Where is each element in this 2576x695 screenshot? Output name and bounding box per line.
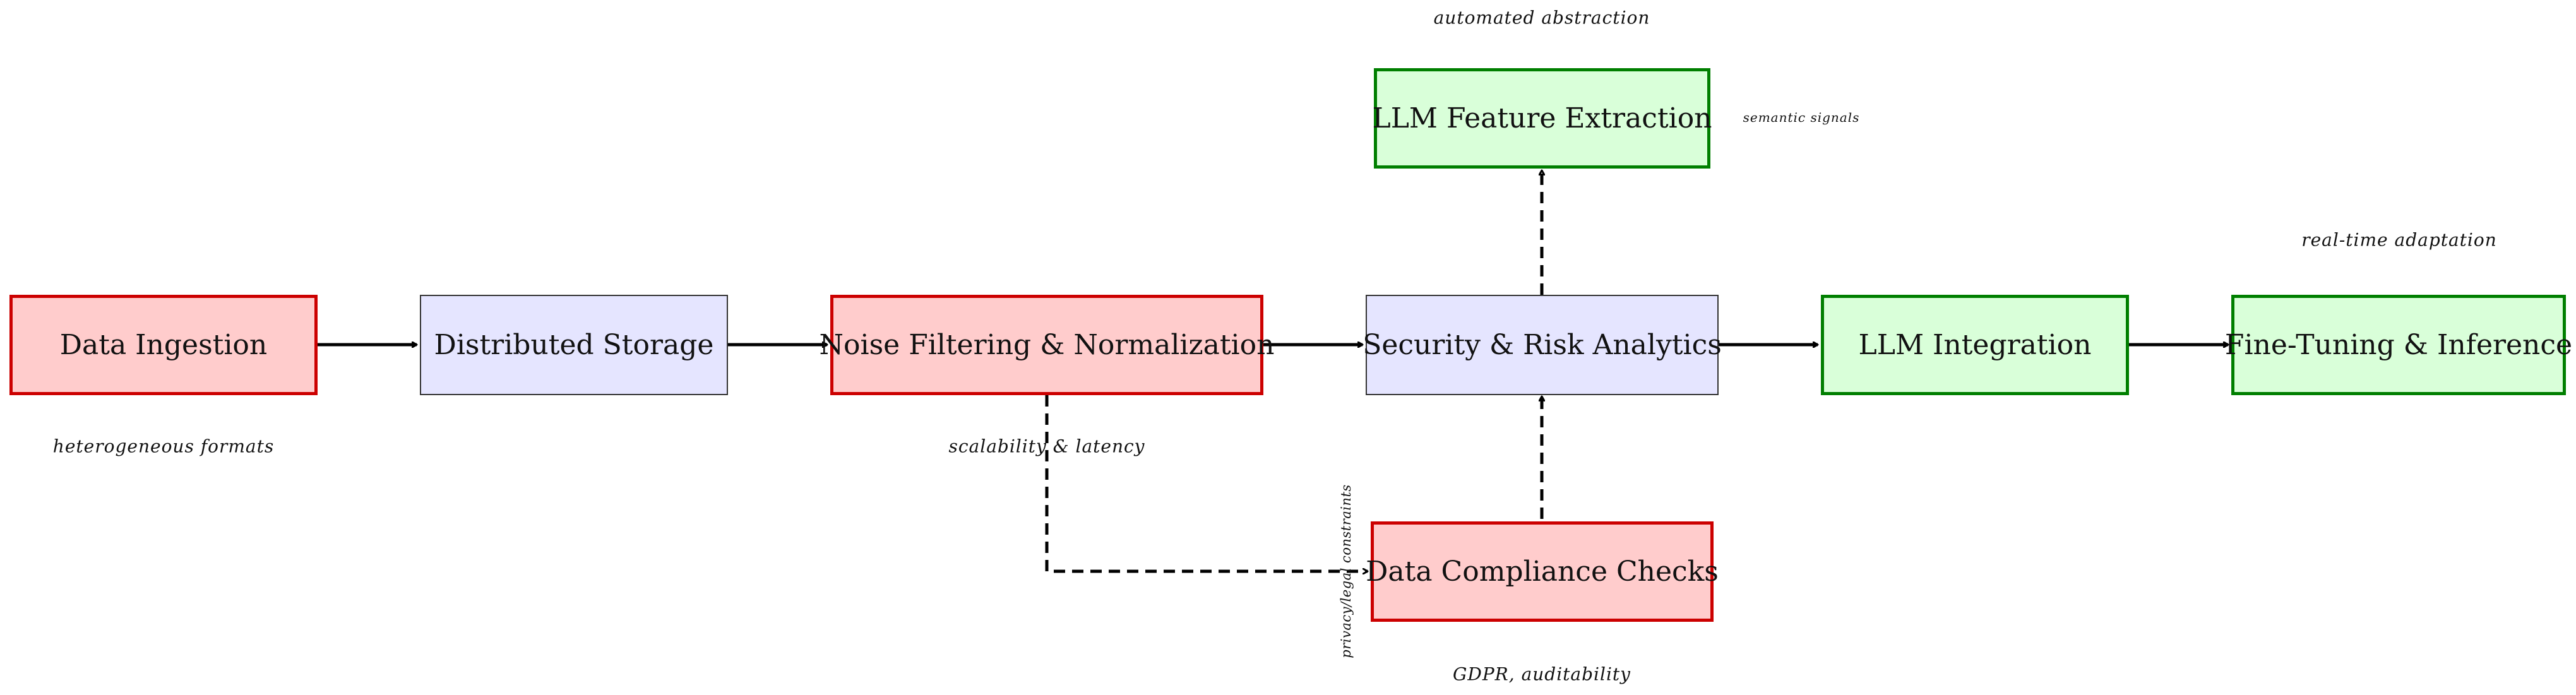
annotation-heterogeneous-formats: heterogeneous formats — [52, 436, 275, 457]
annotation-scalability-latency: scalability & latency — [948, 436, 1145, 457]
node-noise-filtering: Noise Filtering & Normalization — [820, 295, 1274, 395]
node-distributed-storage: Distributed Storage — [420, 295, 728, 395]
annotation-gdpr-auditability: GDPR, auditability — [1453, 663, 1631, 685]
node-fine-tuning-inference: Fine-Tuning & Inference — [2225, 295, 2572, 395]
node-data-ingestion: Data Ingestion — [9, 295, 318, 395]
node-llm-integration: LLM Integration — [1821, 295, 2129, 395]
annotation-privacy-legal-constraints: privacy/legal constraints — [1339, 484, 1354, 658]
annotation-semantic-signals: semantic signals — [1743, 110, 1860, 125]
node-data-compliance-checks: Data Compliance Checks — [1366, 521, 1719, 622]
edge-noise-to-compliance — [1045, 395, 1368, 571]
node-llm-feature-extraction: LLM Feature Extraction — [1372, 68, 1712, 169]
annotation-real-time-adaptation: real-time adaptation — [2301, 229, 2497, 251]
annotation-automated-abstraction: automated abstraction — [1433, 7, 1650, 28]
node-security-risk-analytics: Security & Risk Analytics — [1363, 295, 1722, 395]
